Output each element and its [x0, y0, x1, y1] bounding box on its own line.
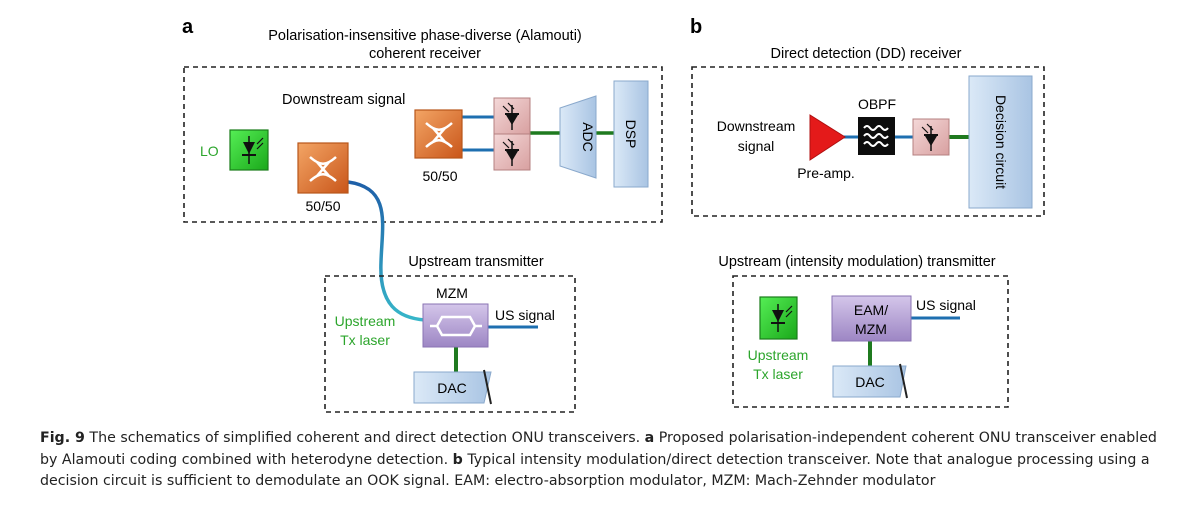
dd-photodiode-icon: [921, 123, 938, 151]
caption-b-label: b: [452, 451, 463, 468]
panel-a-title-line2: coherent receiver: [369, 46, 481, 62]
upstream-laser-b-diode-icon: [771, 304, 793, 332]
caption-text-2: Proposed polarisation-independent cohere…: [40, 430, 1157, 468]
upstream-curved-fiber: [347, 180, 426, 322]
upstream-transmitter-b-title: Upstream (intensity modulation) transmit…: [718, 254, 995, 270]
dd-downstream-line2: signal: [738, 138, 775, 154]
preamp-triangle: [809, 114, 846, 161]
dd-downstream-line1: Downstream: [717, 118, 796, 134]
obpf-label: OBPF: [858, 96, 896, 112]
panel-a-letter: a: [182, 16, 194, 38]
preamp-label: Pre-amp.: [797, 165, 855, 181]
coupler-1-ratio: 50/50: [305, 198, 340, 214]
photodiode-bottom-icon: [502, 138, 519, 166]
caption-text-1: The schematics of simplified coherent an…: [84, 430, 645, 446]
upstream-transmitter-a-title: Upstream transmitter: [408, 254, 544, 270]
coupler-2-icon: [425, 122, 453, 148]
dd-receiver-box: [691, 66, 1045, 217]
upstream-transmitter-a-box: [324, 275, 576, 413]
upstream-laser-a-line2: Tx laser: [340, 332, 390, 348]
us-signal-a-label: US signal: [495, 307, 555, 323]
dsp-label: DSP: [623, 120, 639, 149]
panel-a-title-line1: Polarisation-insensitive phase-diverse (…: [268, 28, 582, 44]
dac-b-label: DAC: [855, 374, 885, 390]
decision-circuit-block: [968, 75, 1033, 209]
caption-a-label: a: [644, 430, 655, 446]
obpf-filter-icon: [863, 125, 889, 147]
coupler-1-icon: [309, 156, 337, 182]
dac-a-edge: [483, 369, 492, 405]
photodiode-top-icon: [502, 102, 519, 130]
panel-b-letter: b: [690, 16, 702, 38]
mzm-a-icon: [430, 315, 482, 337]
coherent-receiver-box: [183, 66, 663, 223]
panel-b-title: Direct detection (DD) receiver: [771, 46, 962, 62]
lo-laser-diode-icon: [242, 136, 264, 164]
lo-label: LO: [200, 143, 219, 159]
eam-label-line1: EAM/: [854, 302, 888, 318]
mzm-a-label: MZM: [436, 285, 468, 301]
upstream-transmitter-b-box: [732, 275, 1009, 408]
upstream-laser-b-line2: Tx laser: [753, 366, 803, 382]
eam-label-line2: MZM: [855, 321, 887, 337]
dac-block-b: [832, 365, 907, 398]
dac-a-label: DAC: [437, 380, 467, 396]
dac-b-edge: [899, 363, 908, 399]
eam-mzm-block: [831, 295, 912, 342]
upstream-laser-b-line1: Upstream: [748, 347, 809, 363]
decision-circuit-label: Decision circuit: [993, 95, 1009, 189]
adc-block: [559, 95, 597, 179]
adc-label: ADC: [580, 122, 596, 152]
us-signal-b-label: US signal: [916, 297, 976, 313]
caption-fig-label: Fig. 9: [40, 430, 85, 446]
caption-text-3: Typical intensity modulation/direct dete…: [40, 451, 1150, 490]
figure-caption: Fig. 9 The schematics of simplified cohe…: [40, 428, 1170, 493]
coupler-2-ratio: 50/50: [422, 168, 457, 184]
schematic-figure: a Polarisation-insensitive phase-diverse…: [182, 16, 1045, 413]
upstream-laser-a-line1: Upstream: [335, 313, 396, 329]
dac-block-a: [413, 371, 492, 404]
dsp-block: [613, 80, 649, 188]
downstream-signal-label: Downstream signal: [282, 92, 405, 108]
